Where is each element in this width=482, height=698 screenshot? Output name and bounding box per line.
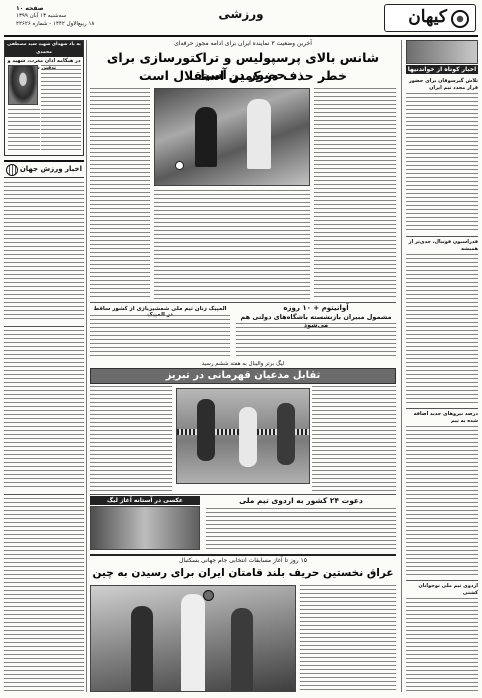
player-shape bbox=[277, 403, 295, 465]
right-item-4-title: اردوی تیم ملی نوجوانان کشتی bbox=[418, 583, 478, 596]
date-line-2: ۱۸ ربیع‌الاول ۱۴۴۲ - شماره ۲۲۶۲۶ bbox=[16, 21, 95, 27]
right-item-2-title: فدراسیون فوتبال، جدی‌تر از همیشه bbox=[408, 239, 478, 252]
volley-section bbox=[90, 386, 396, 492]
date-line-1: سه‌شنبه ۱۳ آبان ۱۳۹۹ bbox=[16, 13, 67, 19]
bottom-story: ۱۵ روز تا آغاز مسابقات انتخابی جام جهانی… bbox=[90, 557, 396, 692]
player-shape bbox=[247, 99, 271, 169]
world-sports-header: اخبار ورزش جهان bbox=[4, 160, 84, 178]
right-item-3-title: درصد نیروهای جدید اضافه شده به تیم bbox=[413, 411, 478, 424]
main-football-photo bbox=[154, 88, 310, 186]
volley-banner: تقابل مدعیان قهرمانی در تبریز bbox=[90, 368, 396, 384]
player-shape bbox=[239, 407, 257, 467]
middle-small-headline: آوانیتوم + ۱۰ روزه bbox=[283, 304, 349, 312]
logo-emblem-icon bbox=[451, 10, 469, 28]
page-number: صفحه ۱۰ bbox=[16, 5, 44, 12]
player-shape bbox=[197, 399, 215, 461]
team-small-headline: دعوت ۲۴ کشور به اردوی تیم ملی bbox=[239, 496, 363, 505]
section-title: ورزشی bbox=[218, 7, 264, 21]
main-story: آخرین وضعیت ۳ نماینده ایران برای ادامه م… bbox=[90, 40, 396, 300]
bottom-kicker: ۱۵ روز تا آغاز مسابقات انتخابی جام جهانی… bbox=[179, 557, 307, 564]
masthead: کیهان ورزشی صفحه ۱۰ سه‌شنبه ۱۳ آبان ۱۳۹۹… bbox=[4, 4, 478, 34]
player-shape bbox=[231, 608, 253, 691]
player-shape bbox=[195, 107, 217, 167]
masthead-logo: کیهان bbox=[384, 4, 476, 32]
ball-icon bbox=[203, 590, 214, 601]
player-shape bbox=[131, 606, 153, 691]
right-box-title: اخبار کوتاه از خواندنیها bbox=[406, 65, 478, 74]
volley-headline: تقابل مدعیان قهرمانی در تبریز bbox=[165, 370, 321, 381]
main-kicker: آخرین وضعیت ۳ نماینده ایران برای ادامه م… bbox=[174, 40, 312, 47]
volley-photo bbox=[176, 388, 310, 484]
ball-icon bbox=[175, 161, 184, 170]
memorial-box-title: به یاد شهدای شهید سید مصطفی محمدی bbox=[5, 41, 83, 57]
logo-text: کیهان bbox=[408, 7, 447, 27]
middle-row: آوانیتوم + ۱۰ روزه مشمول مبیران بازنشسته… bbox=[90, 304, 396, 358]
small-photo-caption: عکسی در آستانه آغاز لیگ bbox=[90, 496, 200, 505]
left-column: به یاد شهدای شهید سید مصطفی محمدی در هنگ… bbox=[4, 40, 84, 692]
main-headline-1: شانس بالای پرسپولیس و تراکتورسازی برای ح… bbox=[106, 50, 380, 82]
player-shape bbox=[181, 594, 205, 691]
right-header-photo bbox=[406, 40, 478, 64]
right-item-1-title: تلاش گیرسوقان برای حضور قرار مجدد تیم ای… bbox=[408, 78, 478, 91]
right-column: اخبار کوتاه از خواندنیها تلاش گیرسوقان ب… bbox=[406, 40, 478, 692]
volley-kicker: لیگ برتر والیبال به هفته ششم رسید bbox=[201, 361, 285, 367]
bottom-headline: عراق نخستین حریف بلند قامتان ایران برای … bbox=[92, 567, 394, 579]
world-sports-title: اخبار ورزش جهان bbox=[19, 165, 82, 173]
memorial-portrait bbox=[8, 65, 38, 105]
memorial-box: به یاد شهدای شهید سید مصطفی محمدی در هنگ… bbox=[4, 40, 84, 156]
basketball-photo bbox=[90, 585, 296, 692]
small-photo bbox=[90, 506, 200, 550]
main-headline-2: خطر حذف در کمین استقلال است bbox=[139, 68, 347, 83]
lower-row: عکسی در آستانه آغاز لیگ دعوت ۲۴ کشور به … bbox=[90, 496, 396, 552]
globe-icon bbox=[6, 164, 18, 176]
